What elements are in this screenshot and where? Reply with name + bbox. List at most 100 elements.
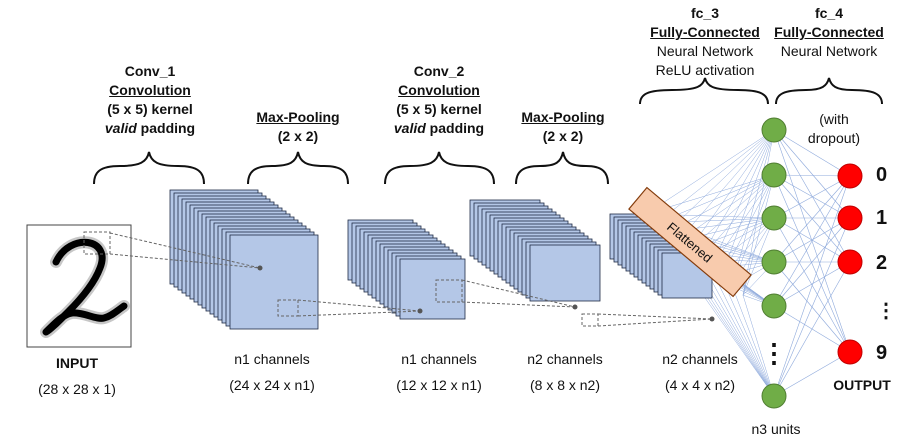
fc4-label: fc_4 Fully-Connected Neural Network xyxy=(774,4,884,61)
conv1-type: Convolution xyxy=(109,82,191,98)
feature-stack-pool1 xyxy=(347,219,466,320)
fc4-name: fc_4 xyxy=(814,5,844,21)
hidden-node xyxy=(761,293,787,319)
input-title: INPUT xyxy=(55,355,98,371)
conv1-kernel: (5 x 5) kernel xyxy=(107,101,193,117)
hidden-node xyxy=(761,117,787,143)
hidden-node xyxy=(761,205,787,231)
fc3-line2: ReLU activation xyxy=(655,62,755,78)
fc3-line1: Neural Network xyxy=(656,43,754,59)
kernel-window-3 xyxy=(435,279,463,303)
fc4-connection xyxy=(773,175,851,307)
output-node xyxy=(837,339,863,365)
fc3-connection xyxy=(699,129,775,260)
hidden-node xyxy=(761,383,787,409)
map2-dims: (12 x 12 x n1) xyxy=(396,377,482,393)
output-class-9: 9 xyxy=(876,342,888,364)
projection-points xyxy=(257,265,715,322)
output-class-ellipsis: ⋮ xyxy=(876,300,896,322)
output-class-2: 2 xyxy=(876,252,888,274)
fc4-connection xyxy=(773,129,851,263)
hidden-caption: n3 units xyxy=(751,420,800,439)
conv2-type: Convolution xyxy=(398,82,480,98)
hidden-title: n3 units xyxy=(751,421,801,437)
fc3-connection xyxy=(731,129,775,287)
fc4-connection xyxy=(773,174,851,353)
pool1-label: Max-Pooling (2 x 2) xyxy=(256,108,339,146)
conv1-label: Conv_1 Convolution (5 x 5) kernel valid … xyxy=(105,62,195,138)
hidden-node xyxy=(761,162,787,188)
map1-dims: (24 x 24 x n1) xyxy=(229,377,315,393)
fc4-connection xyxy=(773,175,851,397)
fc4-connection xyxy=(773,217,851,263)
kernel-window-2 xyxy=(277,299,299,317)
feature-map-layer xyxy=(399,258,466,320)
output-layer-nodes xyxy=(837,163,863,365)
fc3-connection xyxy=(742,217,775,296)
fc4-connection xyxy=(773,129,851,177)
fc3-connection xyxy=(742,129,775,296)
output-title: OUTPUT xyxy=(833,377,891,393)
map2-title: n1 channels xyxy=(401,351,477,367)
fc4-connection xyxy=(773,217,851,353)
hidden-ellipsis: ⋮ xyxy=(761,338,787,368)
dropout-note: (with dropout) xyxy=(808,110,860,148)
conv1-padding-word: valid xyxy=(104,120,137,136)
handwritten-digit-2-icon xyxy=(40,236,130,338)
fc3-connection xyxy=(688,129,775,251)
kernel-window-4 xyxy=(581,313,599,327)
map4-dims: (4 x 4 x n2) xyxy=(664,377,736,393)
fc4-connection xyxy=(773,129,851,219)
fc4-line1: Neural Network xyxy=(780,43,878,59)
conv2-kernel: (5 x 5) kernel xyxy=(396,101,482,117)
map1-title: n1 channels xyxy=(234,351,310,367)
conv2-padding-word: valid xyxy=(393,120,426,136)
fc3-name: fc_3 xyxy=(690,5,720,21)
hidden-node xyxy=(761,249,787,275)
output-node xyxy=(837,249,863,275)
conv1-name: Conv_1 xyxy=(124,63,176,79)
fc4-connection xyxy=(773,261,851,397)
map2-caption: n1 channels (12 x 12 x n1) xyxy=(396,346,482,398)
conv2-name: Conv_2 xyxy=(413,63,465,79)
fc3-label: fc_3 Fully-Connected Neural Network ReLU… xyxy=(650,4,760,80)
pool2-size: (2 x 2) xyxy=(542,128,584,144)
feature-map-layer xyxy=(229,234,319,330)
fc4-connection xyxy=(773,174,851,177)
input-dims: (28 x 28 x 1) xyxy=(38,381,116,397)
feature-stack-conv2 xyxy=(469,199,601,302)
hidden-layer-nodes xyxy=(761,117,787,409)
output-class-0: 0 xyxy=(876,164,888,186)
conv1-padding-rest: padding xyxy=(136,120,196,136)
fc3-connection xyxy=(678,129,775,242)
fc4-connection xyxy=(773,351,851,397)
input-image xyxy=(26,224,132,348)
fc3-connection xyxy=(721,277,775,397)
output-caption: OUTPUT xyxy=(833,376,891,395)
pool2-label: Max-Pooling (2 x 2) xyxy=(521,108,604,146)
pool2-name: Max-Pooling xyxy=(521,109,605,125)
fc4-connection xyxy=(773,217,851,397)
feature-stack-conv1 xyxy=(169,189,319,330)
fc3-connection xyxy=(710,268,775,397)
fc3-connection xyxy=(667,129,775,233)
fc4-connection xyxy=(773,175,851,219)
fc3-connection xyxy=(710,129,775,269)
map3-caption: n2 channels (8 x 8 x n2) xyxy=(527,346,603,398)
fc3-connection xyxy=(742,295,775,397)
pool1-name: Max-Pooling xyxy=(256,109,340,125)
map4-caption: n2 channels (4 x 4 x n2) xyxy=(662,346,738,398)
kernel-window-1 xyxy=(83,231,111,255)
fc4-type: Fully-Connected xyxy=(774,24,884,40)
map1-caption: n1 channels (24 x 24 x n1) xyxy=(229,346,315,398)
output-class-1: 1 xyxy=(876,207,888,229)
fc3-connection xyxy=(645,129,775,215)
fc4-connection xyxy=(773,175,851,263)
curly-brace-icon xyxy=(93,77,883,185)
fc4-connection xyxy=(773,174,851,219)
map3-dims: (8 x 8 x n2) xyxy=(529,377,601,393)
fc3-connection xyxy=(732,286,775,397)
fc4-connection xyxy=(773,261,851,307)
